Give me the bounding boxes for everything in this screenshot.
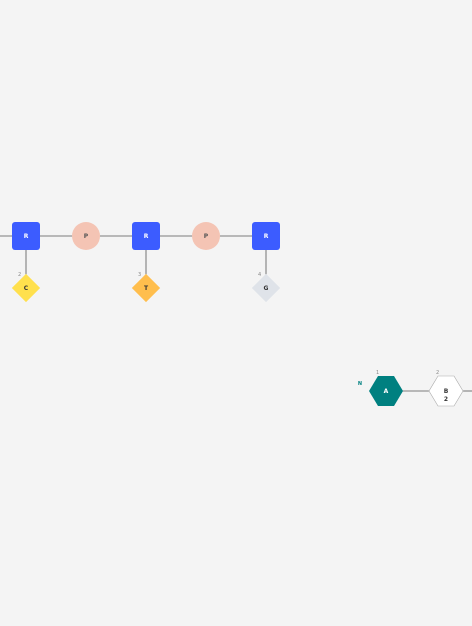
peptide-chain: N 1 A 2 B 2 bbox=[358, 370, 472, 407]
residue-hexagon bbox=[428, 375, 464, 407]
sugar-label: R bbox=[264, 233, 269, 240]
sugar-node: R bbox=[132, 222, 160, 250]
phosphate-node: P bbox=[192, 222, 220, 250]
base-index: 4 bbox=[258, 272, 261, 278]
phosphate-shape bbox=[192, 222, 220, 250]
sugar-node: R bbox=[252, 222, 280, 250]
residue-sublabel: 2 bbox=[444, 396, 448, 403]
phosphate-label: P bbox=[204, 233, 209, 240]
base-label: G bbox=[264, 285, 269, 292]
residue-index: 2 bbox=[436, 370, 439, 376]
base-label: T bbox=[144, 285, 149, 292]
sugar-label: R bbox=[144, 233, 149, 240]
base-index: 2 bbox=[18, 272, 21, 278]
base-node: 3 T bbox=[131, 272, 161, 303]
n-terminus-label: N bbox=[358, 381, 362, 387]
residue-node: 2 B 2 bbox=[428, 370, 464, 407]
sugar-shape bbox=[252, 222, 280, 250]
base-node: 4 G bbox=[251, 272, 281, 303]
phosphate-node: P bbox=[72, 222, 100, 250]
residue-label: A bbox=[384, 388, 389, 395]
sugar-label: R bbox=[24, 233, 29, 240]
base-index: 3 bbox=[138, 272, 141, 278]
residue-node: 1 A bbox=[369, 370, 403, 406]
sugar-node: R bbox=[12, 222, 40, 250]
phosphate-label: P bbox=[84, 233, 89, 240]
sugar-shape bbox=[12, 222, 40, 250]
residue-index: 1 bbox=[376, 370, 379, 376]
base-label: C bbox=[24, 285, 29, 292]
phosphate-shape bbox=[72, 222, 100, 250]
residue-hexagon bbox=[369, 376, 403, 406]
residue-label: B bbox=[444, 388, 449, 395]
sugar-shape bbox=[132, 222, 160, 250]
dna-strand: R P R P R 2 C 3 bbox=[0, 222, 281, 303]
base-node: 2 C bbox=[11, 272, 41, 303]
